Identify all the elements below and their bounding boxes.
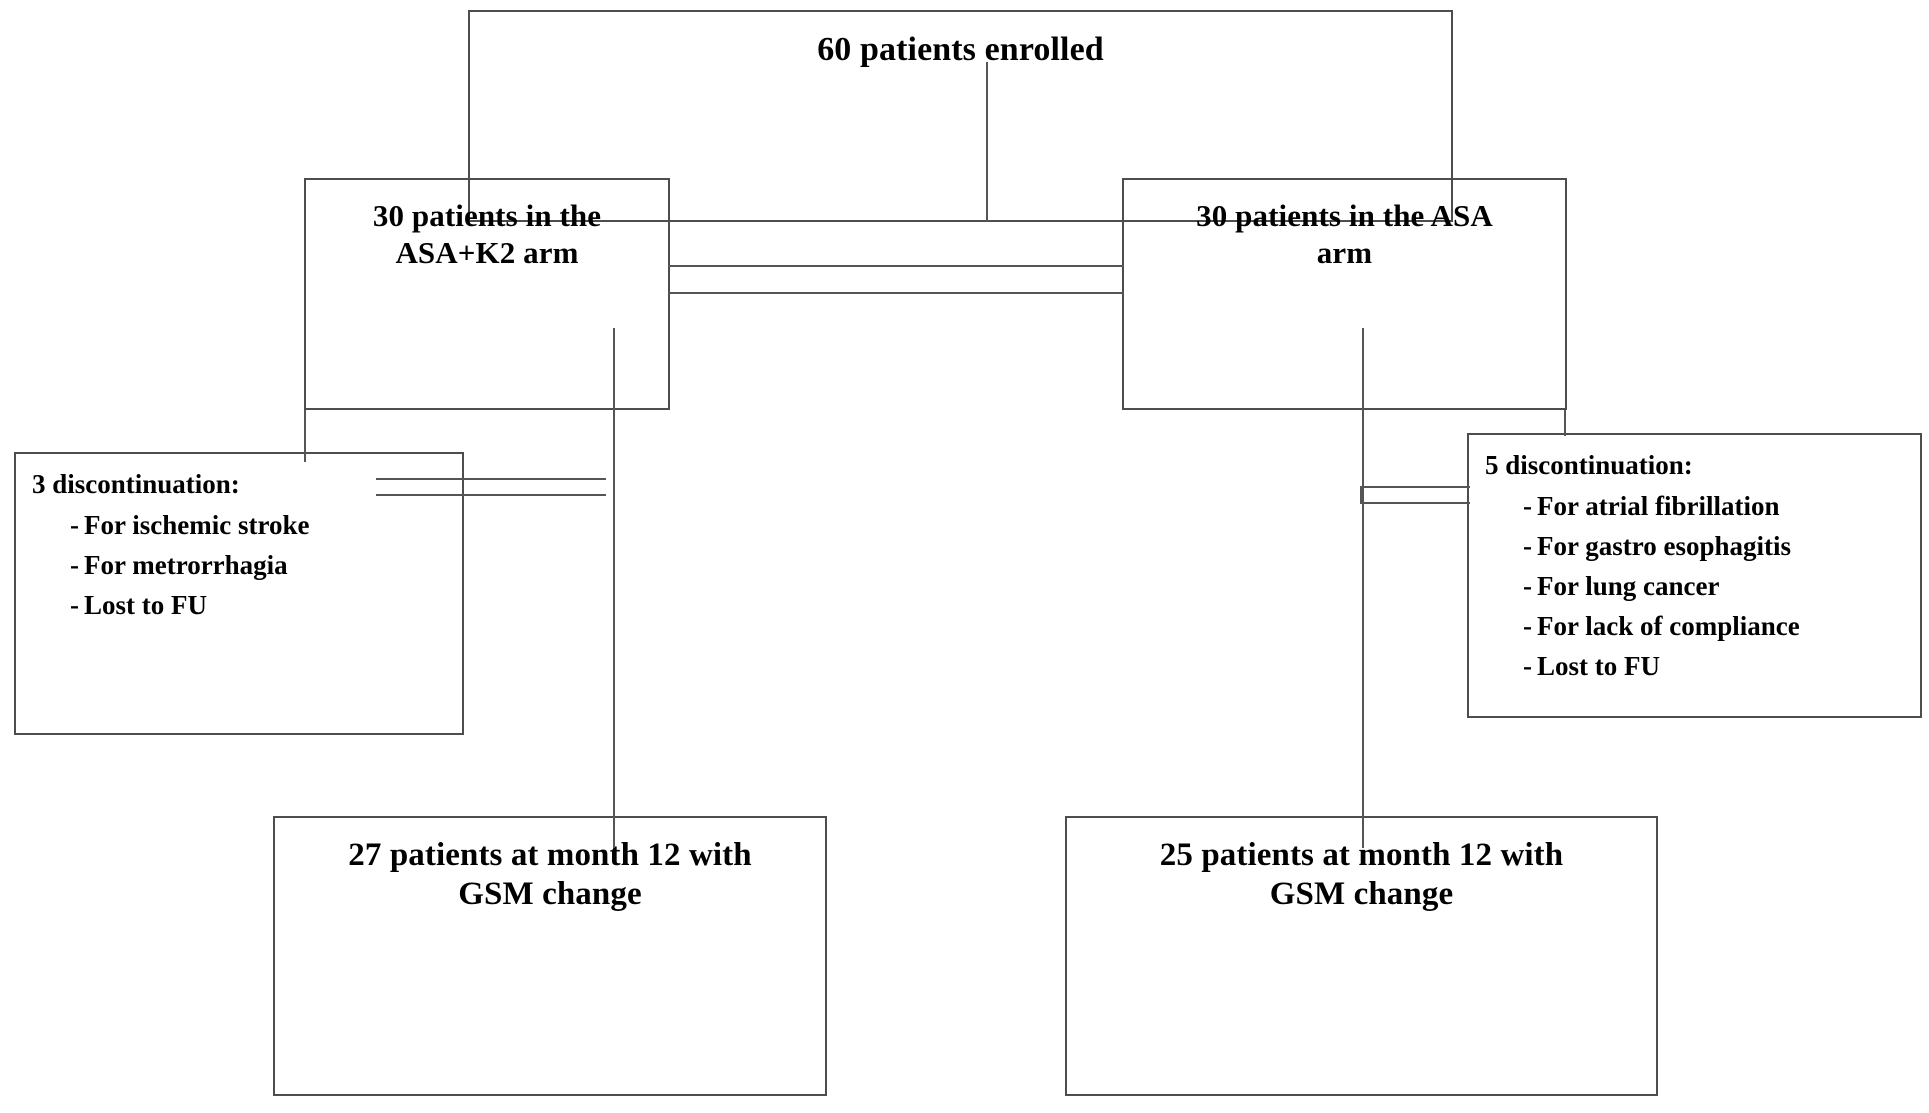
- node-arm-asa-box: 30 patients in the ASA arm: [1122, 178, 1567, 410]
- reason-text: For ischemic stroke: [84, 510, 310, 541]
- bullet-dash: -: [1523, 491, 1532, 522]
- reason-text: Lost to FU: [84, 590, 207, 621]
- node-outcome-left-line2: GSM change: [458, 875, 642, 912]
- node-enrolled-label: 60 patients enrolled: [817, 31, 1104, 68]
- node-outcome-right-line2: GSM change: [1269, 875, 1454, 912]
- reason-text: For gastro esophagitis: [1537, 531, 1792, 562]
- node-discontinuation-right-heading: 5 discontinuation:: [1485, 450, 1693, 480]
- node-outcome-right-box: 25 patients at month 12 with GSM change: [1065, 816, 1658, 1096]
- connector-arm-right-to-disc-vertical: [1564, 410, 1566, 436]
- node-outcome-left-line1: 27 patients at month 12 with: [348, 837, 752, 873]
- list-item: - For lung cancer: [1485, 567, 1920, 607]
- reason-text: For metrorrhagia: [84, 550, 288, 581]
- node-outcome-left-label: 27 patients at month 12 with GSM change: [275, 836, 825, 914]
- reason-text: For lack of compliance: [1537, 611, 1800, 642]
- node-arm-asa-k2-box: 30 patients in the ASA+K2 arm: [304, 178, 670, 410]
- bullet-dash: -: [1523, 571, 1532, 602]
- connector-arms-horizontal-lower: [668, 292, 1124, 294]
- connector-enrolled-to-arms-vertical: [986, 62, 988, 222]
- list-item: - For atrial fibrillation: [1485, 487, 1920, 527]
- list-item: - For ischemic stroke: [32, 506, 462, 546]
- bullet-dash: -: [70, 590, 79, 621]
- node-outcome-right-label: 25 patients at month 12 with GSM change: [1067, 836, 1656, 914]
- node-arm-asa-k2-line2: ASA+K2 arm: [395, 234, 579, 270]
- node-discontinuation-left-box: 3 discontinuation: - For ischemic stroke…: [14, 452, 464, 735]
- connector-arm-right-to-outcome-vertical: [1362, 328, 1364, 848]
- list-item: - Lost to FU: [1485, 647, 1920, 687]
- bullet-dash: -: [70, 510, 79, 541]
- connector-disc-left-horizontal-upper: [376, 478, 606, 480]
- connector-disc-right-stub-vertical: [1360, 486, 1362, 504]
- connector-disc-right-horizontal-lower: [1360, 502, 1470, 504]
- bullet-dash: -: [1523, 611, 1532, 642]
- node-outcome-right-line1: 25 patients at month 12 with: [1159, 837, 1564, 873]
- node-arm-asa-label: 30 patients in the ASA arm: [1124, 198, 1565, 271]
- node-discontinuation-left-reasons: - For ischemic stroke - For metrorrhagia…: [32, 506, 462, 626]
- connector-arm-left-to-disc-vertical: [304, 410, 306, 462]
- connector-disc-left-horizontal-lower: [376, 494, 606, 496]
- node-outcome-left-box: 27 patients at month 12 with GSM change: [273, 816, 827, 1096]
- node-discontinuation-right-box: 5 discontinuation: - For atrial fibrilla…: [1467, 433, 1922, 718]
- reason-text: Lost to FU: [1537, 651, 1660, 682]
- node-enrolled-box: 60 patients enrolled: [468, 10, 1453, 222]
- list-item: - For lack of compliance: [1485, 607, 1920, 647]
- reason-text: For lung cancer: [1537, 571, 1720, 602]
- node-arm-asa-line2: arm: [1316, 234, 1373, 270]
- node-arm-asa-line1: 30 patients in the ASA: [1196, 198, 1493, 233]
- node-discontinuation-right-reasons: - For atrial fibrillation - For gastro e…: [1485, 487, 1920, 687]
- connector-disc-right-horizontal-upper: [1360, 486, 1470, 488]
- bullet-dash: -: [1523, 531, 1532, 562]
- node-discontinuation-left-heading: 3 discontinuation:: [32, 469, 240, 499]
- node-arm-asa-k2-label: 30 patients in the ASA+K2 arm: [306, 198, 668, 271]
- connector-arm-left-to-outcome-vertical: [613, 328, 615, 848]
- bullet-dash: -: [1523, 651, 1532, 682]
- bullet-dash: -: [70, 550, 79, 581]
- reason-text: For atrial fibrillation: [1537, 491, 1780, 522]
- list-item: - For metrorrhagia: [32, 546, 462, 586]
- list-item: - For gastro esophagitis: [1485, 527, 1920, 567]
- connector-arms-horizontal-upper: [668, 265, 1124, 267]
- node-arm-asa-k2-line1: 30 patients in the: [372, 198, 602, 233]
- list-item: - Lost to FU: [32, 586, 462, 626]
